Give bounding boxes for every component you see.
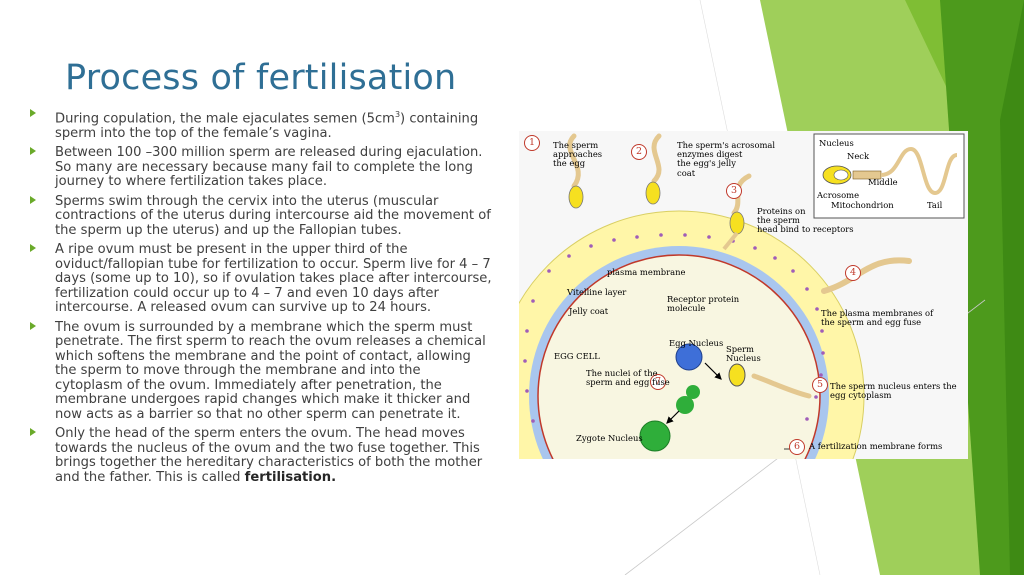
bullet-arrow-icon <box>30 147 36 156</box>
arrow-icon <box>666 410 680 424</box>
step-number-5: 5 <box>812 377 828 393</box>
bullet-item: During copulation, the male ejaculates s… <box>30 108 492 141</box>
label-step4: The plasma membranes of the sperm and eg… <box>821 308 934 328</box>
step-number-2: 2 <box>631 144 647 160</box>
label-step7: The nuclei of the sperm and egg fuse <box>586 368 670 388</box>
label-jelly-coat: Jelly coat <box>569 306 609 316</box>
bullet-bold-term: fertilisation. <box>244 469 337 485</box>
label-inset-acrosome: Acrosome <box>817 190 860 200</box>
label-inset-nucleus: Nucleus <box>819 138 854 148</box>
sperm-head <box>568 185 584 209</box>
egg-nucleus <box>675 343 703 371</box>
bullet-text: Between 100 –300 million sperm are relea… <box>55 145 483 190</box>
diagram-illustration <box>519 133 965 459</box>
label-inset-mitochondrion: Mitochondrion <box>831 200 894 210</box>
bullet-text: ) containing sperm into the top of the f… <box>55 111 479 141</box>
bullet-arrow-icon <box>30 321 36 330</box>
step-number-1: 1 <box>524 135 540 151</box>
label-sperm-nucleus: Sperm Nucleus <box>726 344 761 364</box>
label-step2: The sperm's acrosomal enzymes digest the… <box>677 140 776 178</box>
bullet-item: The ovum is surrounded by a membrane whi… <box>30 319 492 423</box>
bullet-text: Sperms swim through the cervix into the … <box>55 193 491 238</box>
label-vitelline-layer: Vitelline layer <box>567 287 627 297</box>
bullet-text: The ovum is surrounded by a membrane whi… <box>55 319 486 422</box>
sperm-tail <box>722 231 739 251</box>
sperm-tail <box>751 373 812 399</box>
label-step3: Proteins on the sperm head bind to recep… <box>757 206 854 235</box>
label-inset-tail: Tail <box>927 200 943 210</box>
step-number-4: 4 <box>845 265 861 281</box>
bullet-item: Between 100 –300 million sperm are relea… <box>30 146 492 190</box>
label-inset-neck: Neck <box>847 151 870 161</box>
bullet-list: During copulation, the male ejaculates s… <box>30 108 492 490</box>
sperm-tail <box>567 133 581 189</box>
sperm-nucleus <box>728 363 746 387</box>
step-number-3: 3 <box>726 183 742 199</box>
bullet-arrow-icon <box>30 109 36 117</box>
slide-title: Process of fertilisation <box>65 58 457 98</box>
inset-sperm-nucleus <box>833 169 849 181</box>
label-zygote-nucleus: Zygote Nucleus <box>576 433 643 443</box>
decor-stripe-right <box>1000 0 1024 575</box>
label-plasma-membrane: plasma membrane <box>607 267 686 277</box>
zygote-nucleus <box>639 420 671 452</box>
bullet-text: A ripe ovum must be present in the upper… <box>55 242 492 316</box>
label-step1: The sperm approaches the egg <box>553 140 603 169</box>
sperm-tail <box>651 133 662 184</box>
sperm-head <box>645 181 661 205</box>
bullet-text: Only the head of the sperm enters the ov… <box>55 426 483 485</box>
sperm-head <box>729 211 745 235</box>
sperm-tail <box>821 257 912 294</box>
bullet-arrow-icon <box>30 428 36 437</box>
label-egg-nucleus: Egg Nucleus <box>669 338 724 348</box>
bullet-item: Sperms swim through the cervix into the … <box>30 193 492 239</box>
arrow-icon <box>704 362 722 380</box>
label-egg-cell: EGG CELL <box>554 351 600 361</box>
label-receptor: Receptor protein molecule <box>667 294 740 314</box>
bullet-arrow-icon <box>30 195 36 204</box>
bullet-item: Only the head of the sperm enters the ov… <box>30 427 492 485</box>
label-step5: The sperm nucleus enters the egg cytopla… <box>830 381 957 401</box>
bullet-text: During copulation, the male ejaculates s… <box>55 111 395 127</box>
step-number-7: 7 <box>650 374 666 390</box>
inset-sperm-tail <box>880 146 958 196</box>
bullet-item: A ripe ovum must be present in the upper… <box>30 243 492 316</box>
fusing-nucleus <box>676 396 694 414</box>
label-inset-middle: Middle <box>868 177 898 187</box>
fertilisation-diagram: 1 2 3 4 5 6 7 The sperm approaches the e… <box>519 131 968 459</box>
label-step6: A fertilization membrane forms <box>809 441 943 451</box>
fusing-nucleus <box>686 385 700 399</box>
bullet-arrow-icon <box>30 244 36 253</box>
superscript: 3 <box>394 110 401 119</box>
step-number-6: 6 <box>789 439 805 455</box>
